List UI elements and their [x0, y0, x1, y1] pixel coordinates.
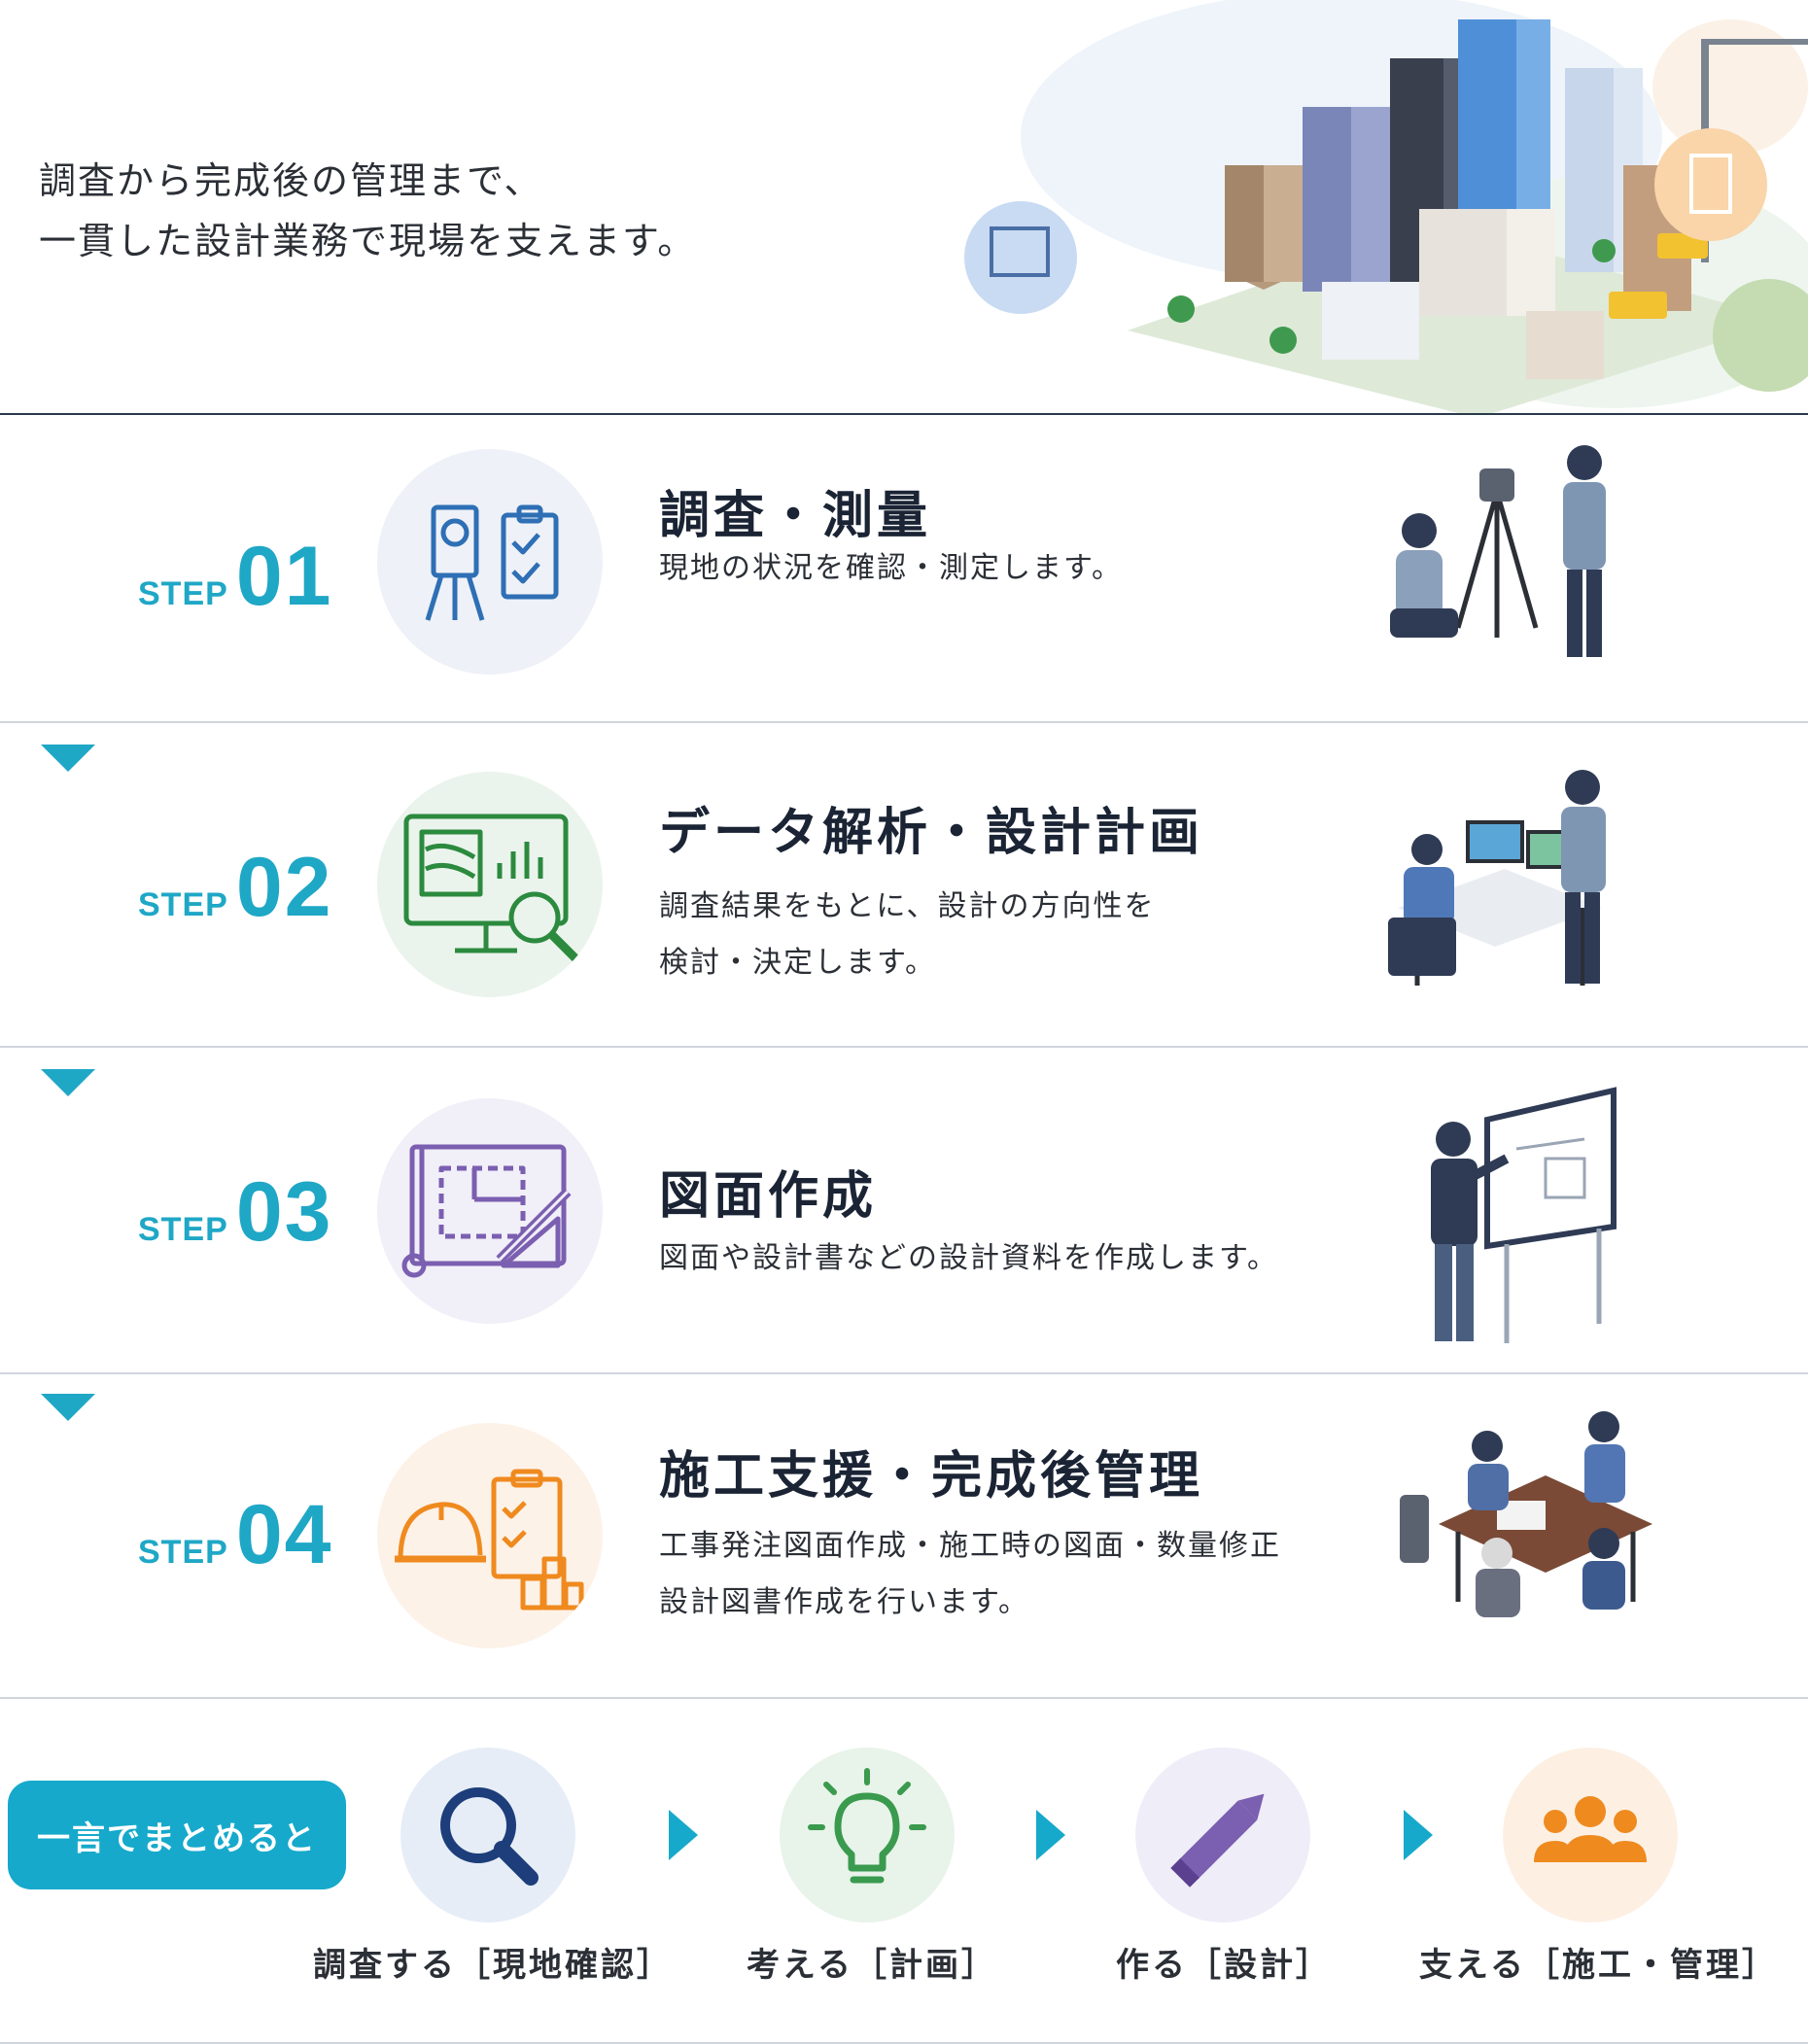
desc-line: 工事発注図面作成・施工時の図面・数量修正 [659, 1529, 1281, 1563]
search-icon [400, 1748, 575, 1923]
right-arrow-icon [669, 1810, 698, 1860]
step-number: 04 [235, 1488, 333, 1581]
desc-line: 現地の状況を確認・測定します。 [659, 551, 1123, 585]
down-arrow-icon [41, 1394, 95, 1421]
monitor-analysis-icon [377, 772, 603, 997]
step-04-label: STEP04 [138, 1487, 332, 1583]
step-02-description: 調査結果をもとに、設計の方向性を 検討・決定します。 [659, 879, 1156, 991]
down-arrow-icon [41, 1069, 95, 1096]
step-02-label: STEP02 [138, 840, 332, 936]
hero-message: 調査から完成後の管理まで、 一貫した設計業務で現場を支えます。 [39, 151, 696, 271]
summary-label-design: 作る［設計］ [1116, 1946, 1332, 1985]
desc-line: 設計図書作成を行います。 [659, 1585, 1029, 1619]
step-04-description: 工事発注図面作成・施工時の図面・数量修正 設計図書作成を行います。 [659, 1518, 1281, 1631]
summary-label-support: 支える［施工・管理］ [1419, 1946, 1778, 1985]
summary-section: 一言でまとめると 調査する［現地確認］ 考える［計画］ 作る［設計］ 支える［施… [0, 1697, 1808, 2044]
step-01-label: STEP01 [138, 529, 332, 625]
surveyors-illustration [1390, 445, 1606, 657]
step-03-label: STEP03 [138, 1164, 332, 1261]
step-word: STEP [138, 1534, 228, 1571]
step-03-section: STEP03 図面作成 図面や設計書などの設計資料を作成します。 [0, 1048, 1808, 1374]
summary-label-investigate: 調査する［現地確認］ [313, 1946, 673, 1985]
hero-divider [0, 413, 1808, 415]
planning-desk-illustration [1388, 770, 1606, 986]
hero-section: 調査から完成後の管理まで、 一貫した設計業務で現場を支えます。 [0, 0, 1808, 415]
summary-divider [0, 2042, 1808, 2044]
step-03-description: 図面や設計書などの設計資料を作成します。 [659, 1230, 1278, 1287]
step-word: STEP [138, 575, 228, 612]
step-number: 01 [235, 530, 333, 623]
step-divider [0, 721, 1808, 723]
step-divider [0, 1046, 1808, 1048]
step-02-title: データ解析・設計計画 [659, 804, 1204, 862]
desc-line: 図面や設計書などの設計資料を作成します。 [659, 1241, 1278, 1275]
lightbulb-icon [780, 1748, 955, 1923]
blueprint-pencil-icon [377, 1098, 603, 1324]
summary-pill-label: 一言でまとめると [8, 1781, 346, 1889]
step-02-section: STEP02 データ解析・設計計画 調査結果をもとに、設計の方向性を 検討・決定… [0, 723, 1808, 1048]
step-word: STEP [138, 1211, 228, 1248]
down-arrow-icon [41, 745, 95, 772]
step-01-description: 現地の状況を確認・測定します。 [659, 540, 1123, 597]
step-04-section: STEP04 施工支援・完成後管理 工事発注図面作成・施工時の図面・数量修正 設… [0, 1372, 1808, 1697]
step-01-section: STEP01 調査・測量 現地の状況を確認・測定します。 [0, 414, 1808, 723]
people-icon [1503, 1748, 1678, 1923]
step-03-title: 図面作成 [659, 1167, 878, 1226]
surveying-instrument-clipboard-icon [377, 449, 603, 675]
pencil-icon [1135, 1748, 1310, 1923]
right-arrow-icon [1036, 1810, 1065, 1860]
hero-line-1: 調査から完成後の管理まで、 [39, 159, 543, 202]
meeting-illustration [1400, 1411, 1652, 1617]
summary-divider [0, 1697, 1808, 1699]
step-divider [0, 1372, 1808, 1374]
step-word: STEP [138, 886, 228, 923]
summary-label-plan: 考える［計画］ [747, 1946, 997, 1985]
helmet-checklist-icon [377, 1423, 603, 1648]
whiteboard-illustration [1431, 1087, 1617, 1343]
city-illustration [964, 0, 1808, 414]
step-04-title: 施工支援・完成後管理 [659, 1447, 1204, 1506]
step-number: 02 [235, 841, 333, 934]
desc-line: 調査結果をもとに、設計の方向性を [659, 889, 1156, 923]
desc-line: 検討・決定します。 [659, 946, 936, 980]
step-number: 03 [235, 1165, 333, 1259]
hero-line-2: 一貫した設計業務で現場を支えます。 [39, 220, 697, 262]
right-arrow-icon [1404, 1810, 1433, 1860]
step-01-title: 調査・測量 [659, 487, 932, 545]
